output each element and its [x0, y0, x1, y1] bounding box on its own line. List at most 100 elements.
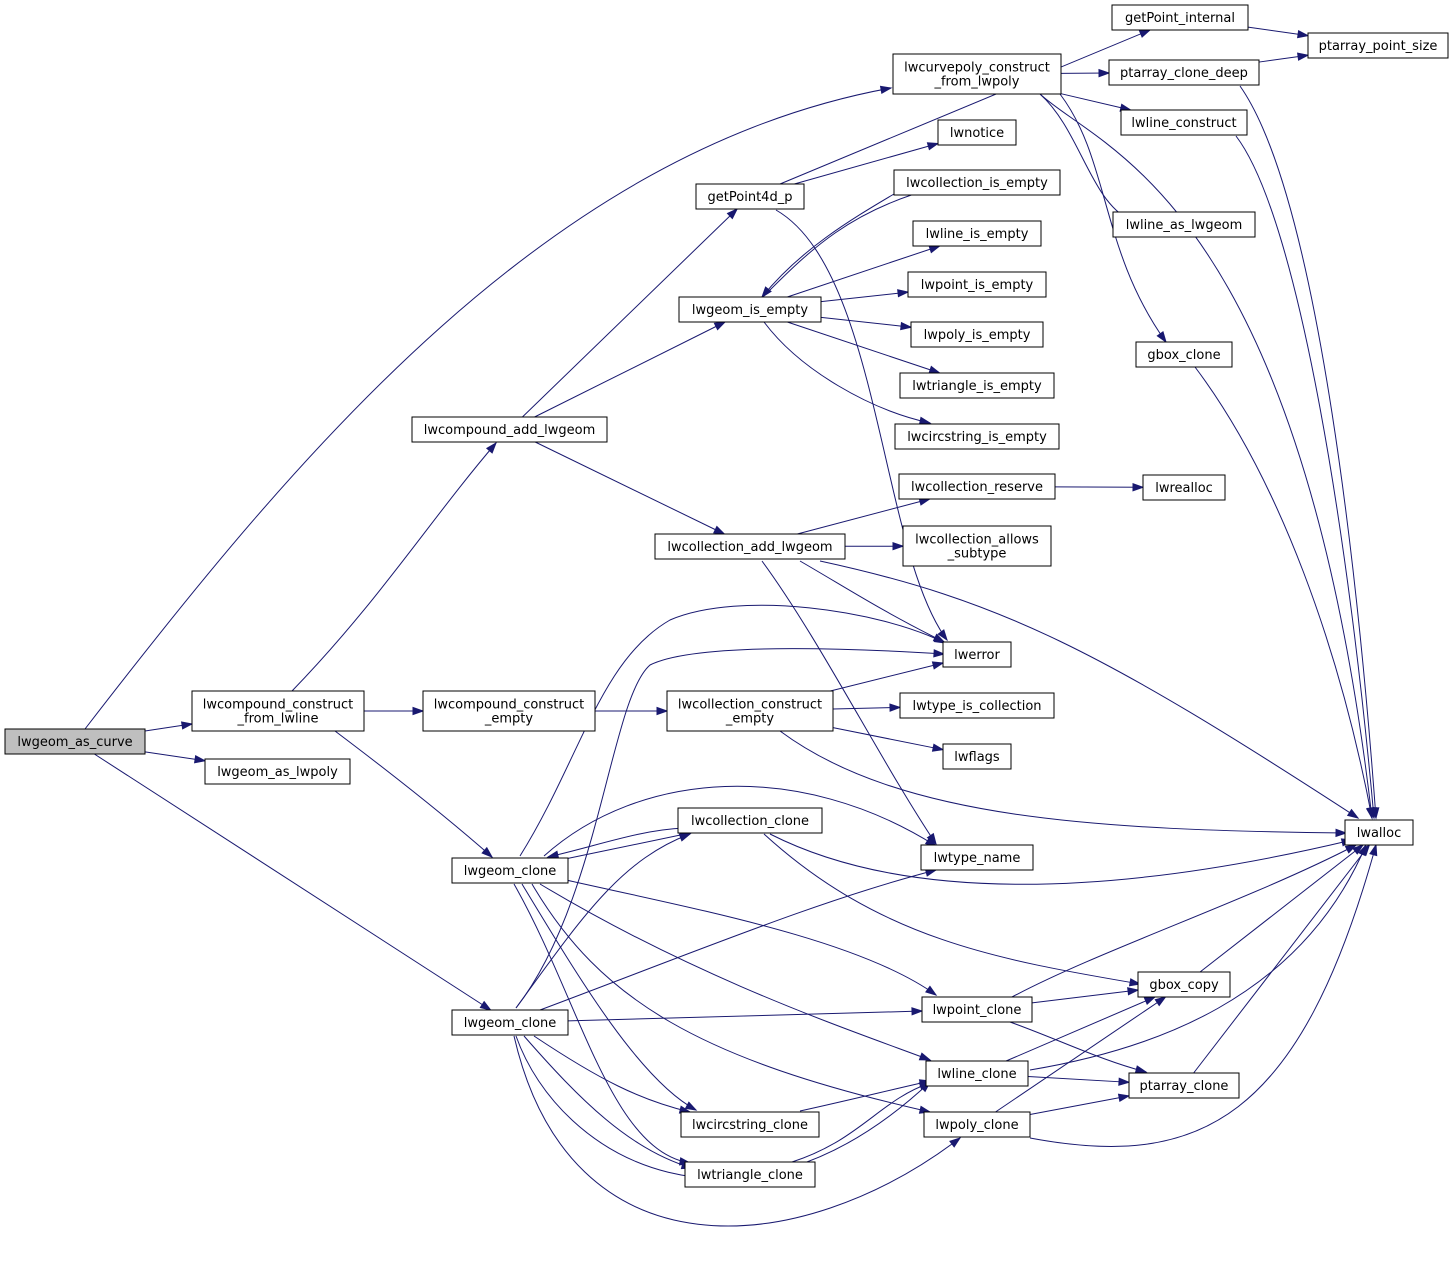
arrowhead — [656, 706, 669, 716]
node-box — [1344, 819, 1414, 846]
edge-clone2-to-coll_clone — [515, 833, 692, 1009]
node-point_clone[interactable]: lwpoint_clone — [921, 996, 1033, 1023]
node-coll_add[interactable]: lwcollection_add_lwgeom — [654, 533, 846, 560]
edge-as_curve-to-curvepoly — [84, 85, 893, 730]
arrowhead — [546, 850, 560, 859]
node-box — [1137, 971, 1231, 998]
node-cc_empty[interactable]: lwcompound_construct_empty — [422, 690, 596, 732]
edge-line — [533, 1035, 691, 1113]
node-coll_reserve[interactable]: lwcollection_reserve — [898, 473, 1056, 500]
node-getPoint_internal[interactable]: getPoint_internal — [1111, 4, 1249, 31]
node-getPoint4d[interactable]: getPoint4d_p — [695, 183, 805, 210]
node-curvepoly[interactable]: lwcurvepoly_construct_from_lwpoly — [892, 53, 1062, 95]
edge-clone2-to-line_clone — [515, 1035, 932, 1179]
edge-line — [565, 879, 937, 996]
node-clone1[interactable]: lwgeom_clone — [451, 857, 569, 884]
node-circ_clone[interactable]: lwcircstring_clone — [680, 1111, 820, 1138]
node-add_lwgeom[interactable]: lwcompound_add_lwgeom — [411, 416, 608, 443]
node-box — [191, 690, 365, 732]
edge-line — [522, 208, 738, 418]
nodes-layer: lwgeom_as_curve lwcompound_construct_from… — [4, 4, 1449, 1188]
node-box — [680, 1111, 820, 1138]
node-lwnotice[interactable]: lwnotice — [937, 119, 1017, 146]
node-label: lwgeom_clone — [464, 864, 557, 879]
node-poly_clone[interactable]: lwpoly_clone — [923, 1111, 1031, 1138]
node-box — [451, 1009, 569, 1036]
node-box — [411, 416, 608, 443]
edge-coll_cons_empty-to-lwerror — [830, 661, 945, 692]
node-lwalloc[interactable]: lwalloc — [1344, 819, 1414, 846]
node-coll_is_empty[interactable]: lwcollection_is_empty — [893, 169, 1061, 196]
edge-line — [1193, 844, 1370, 1074]
edge-line — [763, 833, 1141, 985]
node-box — [204, 758, 351, 785]
edge-curvepoly-to-lwalloc — [1039, 93, 1375, 820]
edge-line — [832, 706, 901, 710]
node-pa_clone[interactable]: ptarray_clone — [1128, 1072, 1240, 1099]
edge-line_clone-to-pa_clone — [1027, 1075, 1131, 1086]
arrowhead — [918, 1052, 932, 1061]
edge-pa_clone_deep-to-pa_point_size — [1258, 52, 1310, 63]
node-pa_point_size[interactable]: ptarray_point_size — [1307, 32, 1449, 59]
node-coll_allows[interactable]: lwcollection_allows_subtype — [902, 525, 1052, 567]
edge-getPoint4d-to-getPoint_internal — [779, 29, 1152, 185]
node-lwflags[interactable]: lwflags — [942, 743, 1012, 770]
node-gbox_clone[interactable]: gbox_clone — [1135, 341, 1233, 368]
node-lwerror[interactable]: lwerror — [942, 641, 1012, 668]
node-pa_clone_deep[interactable]: ptarray_clone_deep — [1108, 59, 1260, 86]
edge-line — [291, 442, 497, 692]
node-coll_cons_empty[interactable]: lwcollection_construct_empty — [666, 690, 834, 732]
node-tri_is_empty[interactable]: lwtriangle_is_empty — [899, 372, 1055, 399]
arrowhead — [684, 1101, 698, 1111]
edge-point_clone-to-lwalloc — [1011, 844, 1358, 998]
node-type_is_coll[interactable]: lwtype_is_collection — [899, 692, 1055, 719]
edge-clone1-to-lwerror — [519, 604, 947, 857]
node-poly_is_empty[interactable]: lwpoly_is_empty — [910, 321, 1044, 348]
node-line_as_lwgeom[interactable]: lwline_as_lwgeom — [1112, 211, 1256, 238]
edge-coll_add-to-coll_allows — [844, 541, 905, 551]
node-box — [422, 690, 596, 732]
edge-getPoint4d-to-lwnotice — [794, 142, 940, 185]
node-clone2[interactable]: lwgeom_clone — [451, 1009, 569, 1036]
node-cc_lwline[interactable]: lwcompound_construct_from_lwline — [191, 690, 365, 732]
node-line_construct[interactable]: lwline_construct — [1120, 109, 1248, 136]
node-box — [4, 728, 146, 755]
node-label: lwcollection_construct — [678, 698, 822, 713]
node-type_name[interactable]: lwtype_name — [920, 844, 1034, 871]
edge-pa_clone-to-lwalloc — [1193, 843, 1371, 1074]
arrowhead — [1138, 29, 1152, 38]
node-point_is_empty[interactable]: lwpoint_is_empty — [907, 271, 1047, 298]
node-label: lwpoly_clone — [935, 1118, 1018, 1133]
edge-line — [334, 730, 493, 858]
node-coll_clone[interactable]: lwcollection_clone — [677, 807, 823, 834]
node-label: lwgeom_as_lwpoly — [217, 765, 338, 780]
arrowhead — [412, 706, 425, 716]
edge-is_empty-to-line_is_empty — [787, 245, 942, 298]
arrowhead — [1154, 996, 1167, 1007]
edge-gbox_clone-to-lwalloc — [1194, 366, 1375, 820]
node-box — [942, 641, 1012, 668]
node-as_curve[interactable]: lwgeom_as_curve — [4, 728, 146, 755]
node-circ_is_empty[interactable]: lwcircstring_is_empty — [894, 423, 1060, 450]
node-line_is_empty[interactable]: lwline_is_empty — [912, 220, 1042, 247]
node-tri_clone[interactable]: lwtriangle_clone — [684, 1161, 816, 1188]
node-gbox_copy[interactable]: gbox_copy — [1137, 971, 1231, 998]
node-label: gbox_copy — [1149, 978, 1219, 993]
edge-line — [534, 321, 726, 418]
edge-line — [779, 29, 1151, 185]
edge-line — [787, 245, 940, 298]
node-label: lwpoint_is_empty — [921, 278, 1034, 293]
arrowhead — [931, 661, 945, 670]
node-box — [1142, 474, 1226, 501]
edge-add_lwgeom-to-getPoint4d — [522, 207, 739, 418]
node-line_clone[interactable]: lwline_clone — [925, 1060, 1029, 1087]
node-is_empty[interactable]: lwgeom_is_empty — [678, 296, 822, 323]
node-lwrealloc[interactable]: lwrealloc — [1142, 474, 1226, 501]
node-as_lwpoly[interactable]: lwgeom_as_lwpoly — [204, 758, 351, 785]
edge-add_lwgeom-to-is_empty — [534, 321, 727, 418]
node-label: lwrealloc — [1155, 481, 1213, 496]
node-label: ptarray_point_size — [1319, 39, 1438, 54]
node-box — [920, 844, 1034, 871]
node-box — [937, 119, 1017, 146]
edge-line — [1029, 844, 1377, 1148]
